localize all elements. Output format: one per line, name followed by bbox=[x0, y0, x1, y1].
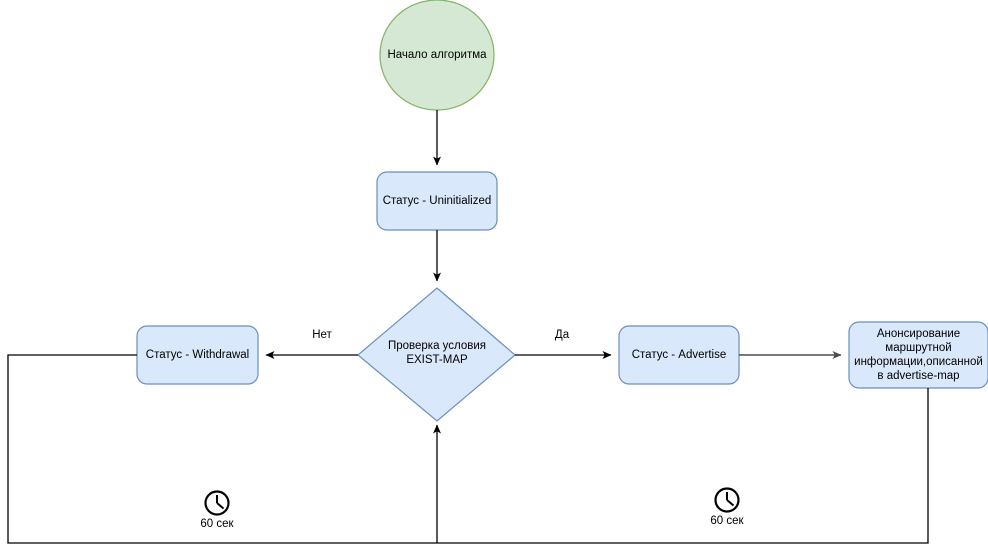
node-decision-shape[interactable] bbox=[357, 287, 516, 422]
clock-icon bbox=[714, 487, 740, 513]
edge-announce-feedback-loop bbox=[437, 388, 929, 544]
node-start-shape[interactable] bbox=[379, 0, 495, 111]
timer-right-label: 60 сек bbox=[710, 515, 744, 527]
timer-left-label: 60 сек bbox=[200, 518, 234, 530]
node-uninitialized-shape[interactable] bbox=[376, 171, 498, 231]
edge-withdrawal-feedback-loop bbox=[7, 354, 437, 544]
timer-right: 60 сек bbox=[710, 514, 743, 527]
node-announce-shape[interactable] bbox=[848, 321, 988, 389]
node-advertise-shape[interactable] bbox=[618, 325, 740, 385]
edge-label-no: Нет bbox=[312, 329, 332, 341]
edge-label-yes: Да bbox=[554, 329, 570, 341]
node-withdrawal-shape[interactable] bbox=[136, 325, 259, 385]
timer-left: 60 сек bbox=[200, 517, 233, 530]
clock-icon bbox=[204, 490, 230, 516]
